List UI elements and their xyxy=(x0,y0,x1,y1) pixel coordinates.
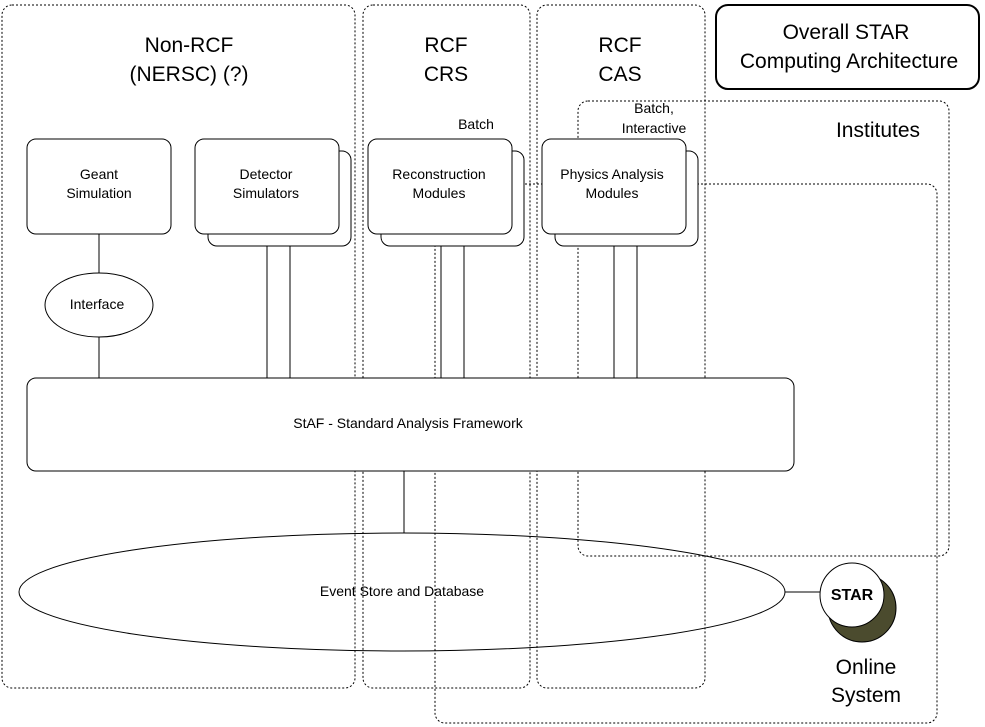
institutes-heading: Institutes xyxy=(836,119,920,142)
non-rcf-heading-1: Non-RCF xyxy=(145,34,234,57)
detector-label-2: Simulators xyxy=(233,185,299,201)
online-label-2: System xyxy=(831,684,901,707)
geant-label-2: Simulation xyxy=(66,185,131,201)
staf-framework-label: StAF - Standard Analysis Framework xyxy=(293,415,524,431)
physics-label-1: Physics Analysis xyxy=(560,166,663,182)
title-box xyxy=(715,4,980,90)
reconstruction-label-1: Reconstruction xyxy=(392,166,485,182)
rcf-cas-heading-1: RCF xyxy=(598,34,641,57)
interface-ellipse xyxy=(44,272,154,338)
non-rcf-region xyxy=(1,4,356,689)
geant-label-1: Geant xyxy=(80,166,118,182)
reconstruction-label-2: Modules xyxy=(413,185,466,201)
star-node-label: STAR xyxy=(831,587,874,604)
rcf-cas-region xyxy=(536,4,706,689)
geant-simulation-box xyxy=(26,138,172,235)
star-node xyxy=(819,562,885,628)
staf-framework-box xyxy=(26,377,795,472)
non-rcf-heading-2: (NERSC) (?) xyxy=(130,63,249,86)
event-store-label: Event Store and Database xyxy=(320,583,484,599)
reconstruction-modules-box xyxy=(367,138,513,235)
detector-label-1: Detector xyxy=(240,166,293,182)
batch-interactive-note-2: Interactive xyxy=(622,120,687,136)
batch-interactive-note-1: Batch, xyxy=(634,100,674,116)
institutes-region xyxy=(577,100,950,557)
rcf-crs-heading-1: RCF xyxy=(424,34,467,57)
rcf-cas-heading-2: CAS xyxy=(598,63,641,86)
connectors xyxy=(98,234,820,593)
rcf-crs-heading-2: CRS xyxy=(424,63,468,86)
rcf-crs-region xyxy=(362,4,531,689)
physics-analysis-modules-box xyxy=(541,138,687,235)
physics-label-2: Modules xyxy=(586,185,639,201)
event-store-ellipse xyxy=(18,532,786,652)
batch-note: Batch xyxy=(458,116,494,132)
title-line-1: Overall STAR xyxy=(783,21,910,44)
interface-label: Interface xyxy=(70,296,125,312)
online-label-1: Online xyxy=(836,656,897,679)
title-line-2: Computing Architecture xyxy=(740,50,958,73)
detector-simulators-box xyxy=(194,138,340,235)
